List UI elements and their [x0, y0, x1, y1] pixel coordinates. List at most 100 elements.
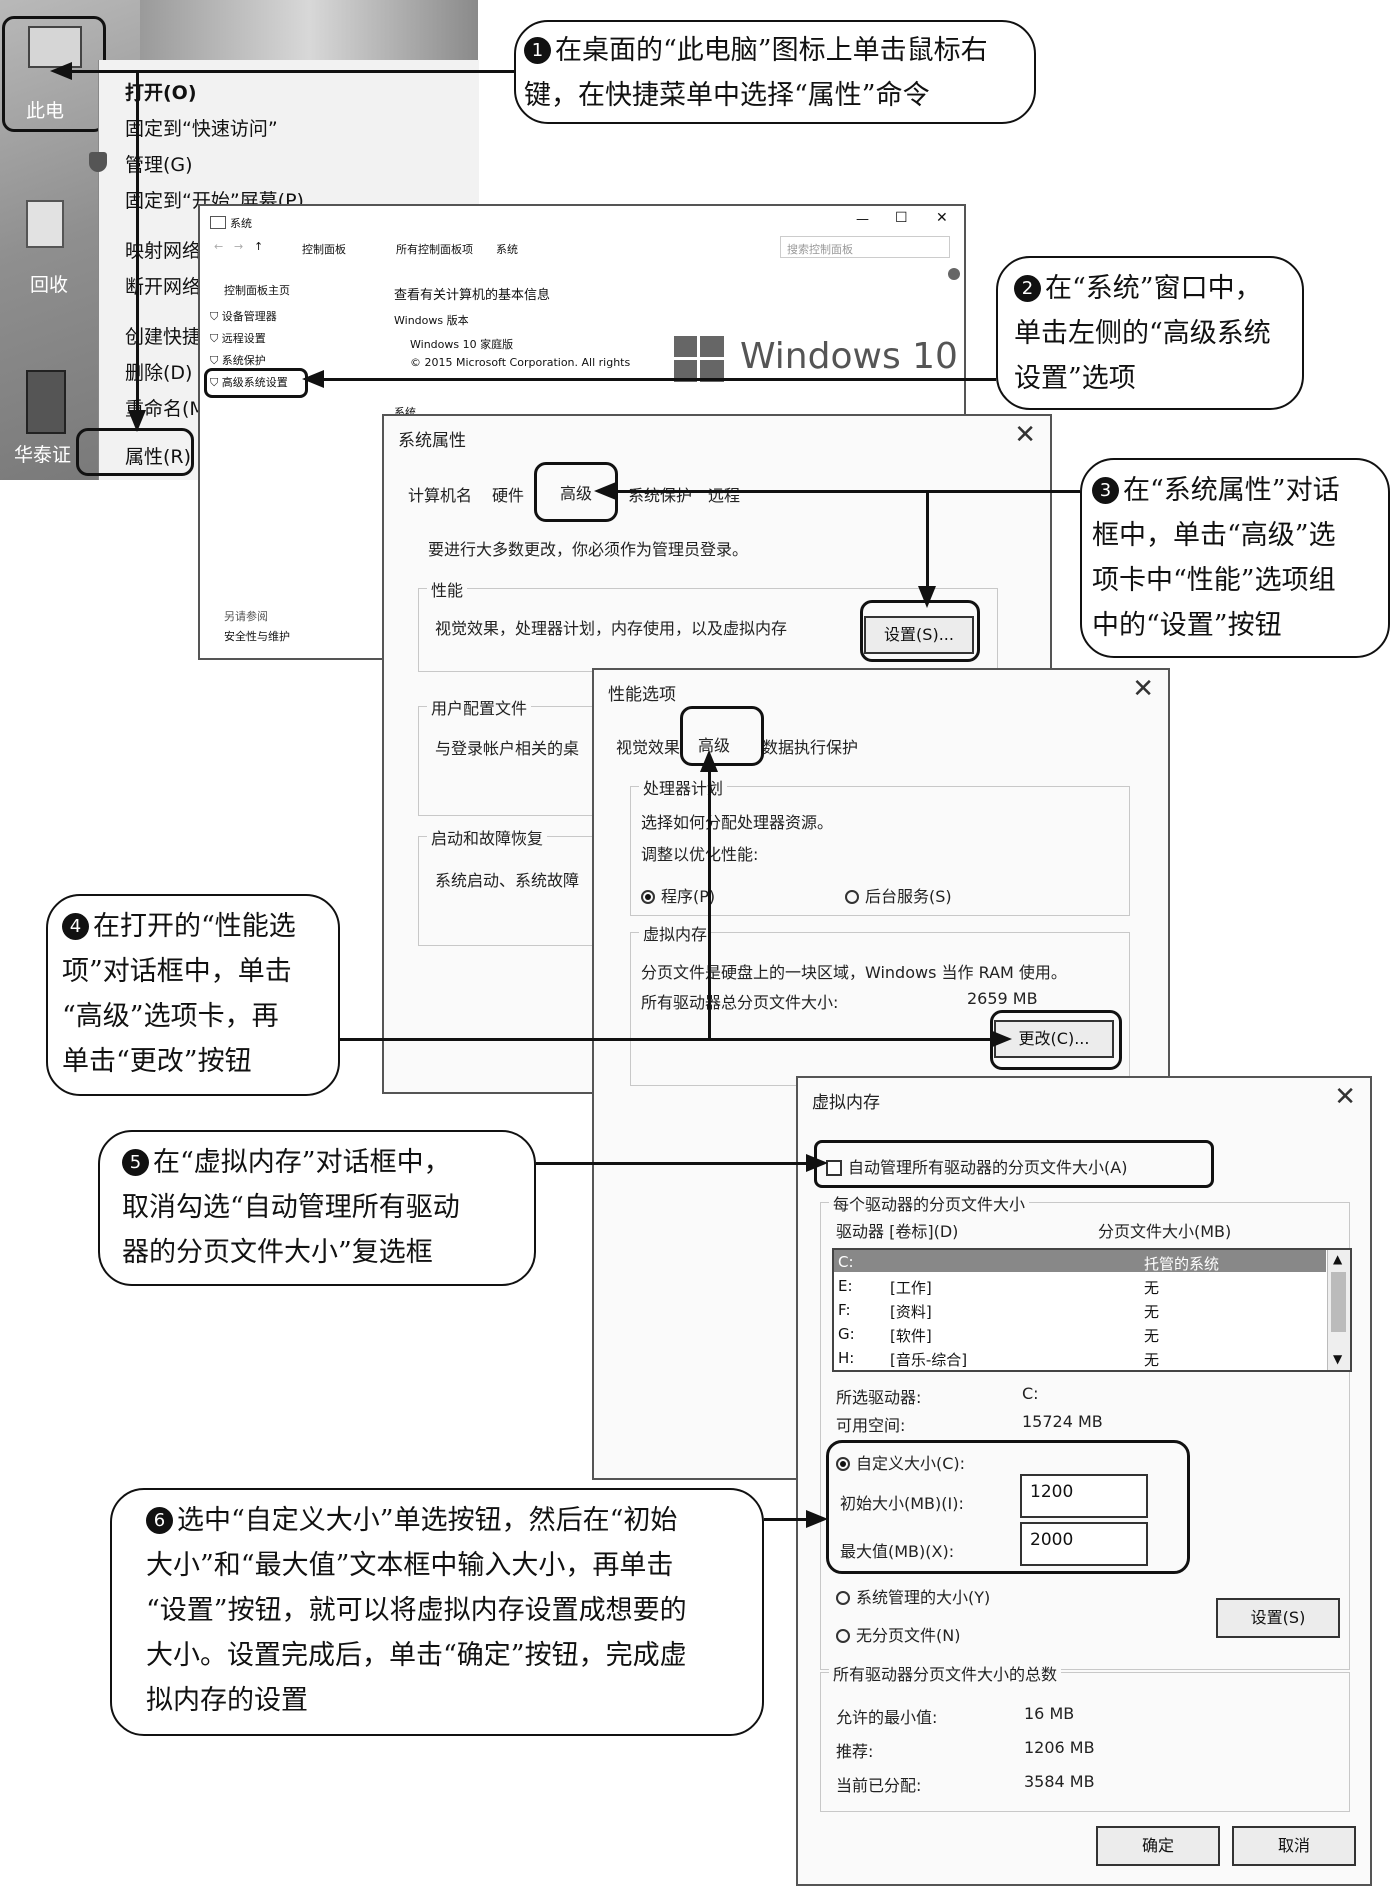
dialog-title: 系统属性 [398, 431, 466, 451]
min-value: 16 MB [1024, 1704, 1075, 1723]
total-group: 所有驱动器分页文件大小的总数 [820, 1661, 1350, 1812]
tab-computer-name[interactable]: 计算机名 [408, 486, 473, 505]
sidebar-item-advanced[interactable]: ⛉ 高级系统设置 [210, 376, 288, 389]
arrow-step1-vertical [136, 70, 139, 414]
tab-remote[interactable]: 远程 [708, 486, 741, 505]
col-size: 分页文件大小(MB) [1098, 1222, 1232, 1241]
table-row[interactable]: G: [软件] 无 [838, 1325, 1160, 1345]
settings-button-highlight [860, 600, 980, 662]
table-row[interactable]: E: [工作] 无 [838, 1277, 1160, 1297]
sidebar-home[interactable]: 控制面板主页 [224, 284, 290, 297]
drive-list[interactable]: C: 托管的系统 E: [工作] 无 F: [资料] 无 G: [软件] 无 H… [832, 1248, 1352, 1372]
menu-open[interactable]: 打开(O) [125, 82, 197, 104]
up-icon[interactable]: ↑ [254, 240, 264, 253]
arrow-step6 [764, 1518, 810, 1521]
step-number-badge: 3 [1092, 477, 1119, 504]
scroll-up-icon[interactable]: ▲ [1333, 1252, 1343, 1266]
breadcrumb-1[interactable]: 所有控制面板项 [396, 243, 473, 256]
menu-disconnect-drive[interactable]: 断开网络 [125, 276, 202, 298]
scrollbar[interactable]: ▲ ▼ [1327, 1250, 1350, 1370]
virtual-memory-dialog: 虚拟内存 ✕ 自动管理所有驱动器的分页文件大小(A) 每个驱动器的分页文件大小 … [796, 1076, 1372, 1886]
app-shortcut-icon[interactable]: 华泰证 [6, 360, 86, 470]
menu-map-drive[interactable]: 映射网络 [125, 240, 202, 262]
close-button[interactable]: ✕ [1334, 1082, 1356, 1112]
auto-manage-highlight [814, 1140, 1214, 1188]
performance-settings-button[interactable]: 设置(S)... [864, 616, 974, 654]
max-size-input[interactable]: 2000 [1020, 1522, 1148, 1566]
sidebar-item-remote[interactable]: ⛉ 远程设置 [210, 332, 266, 345]
arrowhead-up [700, 750, 718, 772]
radio-system-managed[interactable]: 系统管理的大小(Y) [836, 1584, 990, 1608]
forward-icon[interactable]: → [234, 240, 244, 253]
ok-button[interactable]: 确定 [1096, 1826, 1220, 1866]
tab-dep[interactable]: 数据执行保护 [762, 738, 859, 757]
arrow-logo-icon [26, 370, 66, 434]
shield-icon [89, 152, 107, 172]
cancel-button[interactable]: 取消 [1232, 1826, 1356, 1866]
back-icon[interactable]: ← [214, 240, 224, 253]
security-link[interactable]: 安全性与维护 [224, 630, 290, 643]
sidebar-item-protection[interactable]: ⛉ 系统保护 [210, 354, 266, 367]
breadcrumb-2[interactable]: 系统 [496, 243, 518, 256]
menu-properties[interactable]: 属性(R) [125, 446, 192, 468]
shield-icon: ⛉ [210, 310, 219, 323]
scroll-down-icon[interactable]: ▼ [1333, 1352, 1343, 1366]
close-button[interactable]: ✕ [1132, 674, 1154, 704]
tab-visual-effects[interactable]: 视觉效果 [616, 738, 681, 757]
step-number-badge: 5 [122, 1149, 149, 1176]
table-row[interactable]: H: [音乐-综合] 无 [838, 1349, 1160, 1369]
tab-hardware[interactable]: 硬件 [492, 486, 525, 505]
tab-advanced[interactable]: 高级 [560, 484, 593, 503]
edition-value: Windows 10 家庭版 [410, 338, 514, 351]
radio-custom-size[interactable]: 自定义大小(C): [836, 1450, 965, 1474]
table-row[interactable]: C: 托管的系统 [834, 1250, 1326, 1273]
selected-drive-value: C: [1022, 1384, 1039, 1403]
radio-programs[interactable]: 程序(P) [641, 883, 715, 907]
sidebar-item-device-manager[interactable]: ⛉ 设备管理器 [210, 310, 277, 323]
minimize-button[interactable]: — [856, 212, 869, 227]
cpu-adjust: 调整以优化性能: [641, 845, 759, 864]
cpu-group: 处理器计划 选择如何分配处理器资源。 调整以优化性能: 程序(P) 后台服务(S… [630, 775, 1130, 916]
system-heading: 查看有关计算机的基本信息 [394, 288, 551, 303]
step-number-badge: 6 [146, 1507, 173, 1534]
vm-total-value: 2659 MB [967, 989, 1038, 1008]
close-button[interactable]: ✕ [936, 210, 948, 226]
maximize-button[interactable]: ☐ [895, 210, 908, 226]
current-value: 3584 MB [1024, 1772, 1095, 1791]
menu-manage[interactable]: 管理(G) [125, 154, 193, 176]
menu-pin-quick[interactable]: 固定到“快速访问” [125, 118, 278, 140]
arrow-step2 [322, 378, 996, 381]
this-pc-icon[interactable]: 此电 [6, 18, 98, 128]
breadcrumb-0[interactable]: 控制面板 [302, 243, 346, 256]
arrowhead-left [50, 62, 72, 80]
selected-drive-label: 所选驱动器: [836, 1388, 922, 1407]
windows-logo-text: Windows 10 [740, 336, 958, 377]
search-input[interactable]: 搜索控制面板 [780, 236, 950, 258]
auto-manage-checkbox[interactable]: 自动管理所有驱动器的分页文件大小(A) [826, 1154, 1127, 1178]
icon-label: 此电 [26, 100, 65, 122]
radio-no-paging[interactable]: 无分页文件(N) [836, 1622, 960, 1646]
edition-label: Windows 版本 [394, 314, 469, 327]
radio-empty-icon [836, 1629, 850, 1643]
tab-system-protection[interactable]: 系统保护 [628, 486, 693, 505]
menu-create-shortcut[interactable]: 创建快捷 [125, 326, 202, 348]
vm-change-button[interactable]: 更改(C)... [994, 1020, 1114, 1058]
initial-size-input[interactable]: 1200 [1020, 1474, 1148, 1518]
radio-background-services[interactable]: 后台服务(S) [845, 883, 952, 907]
custom-size-highlight [826, 1440, 1190, 1574]
menu-delete[interactable]: 删除(D) [125, 362, 193, 384]
radio-selected-icon [836, 1457, 850, 1471]
table-row[interactable]: F: [资料] 无 [838, 1301, 1160, 1321]
dialog-title: 虚拟内存 [812, 1093, 880, 1113]
set-button[interactable]: 设置(S) [1216, 1598, 1340, 1638]
scroll-thumb[interactable] [1331, 1272, 1346, 1332]
help-icon[interactable] [948, 268, 960, 280]
radio-selected-icon [641, 890, 655, 904]
arrowhead-right [806, 1154, 828, 1172]
advanced-tab-highlight [680, 706, 764, 766]
recycle-bin-icon[interactable]: 回收 [6, 190, 86, 300]
close-button[interactable]: ✕ [1014, 420, 1036, 450]
